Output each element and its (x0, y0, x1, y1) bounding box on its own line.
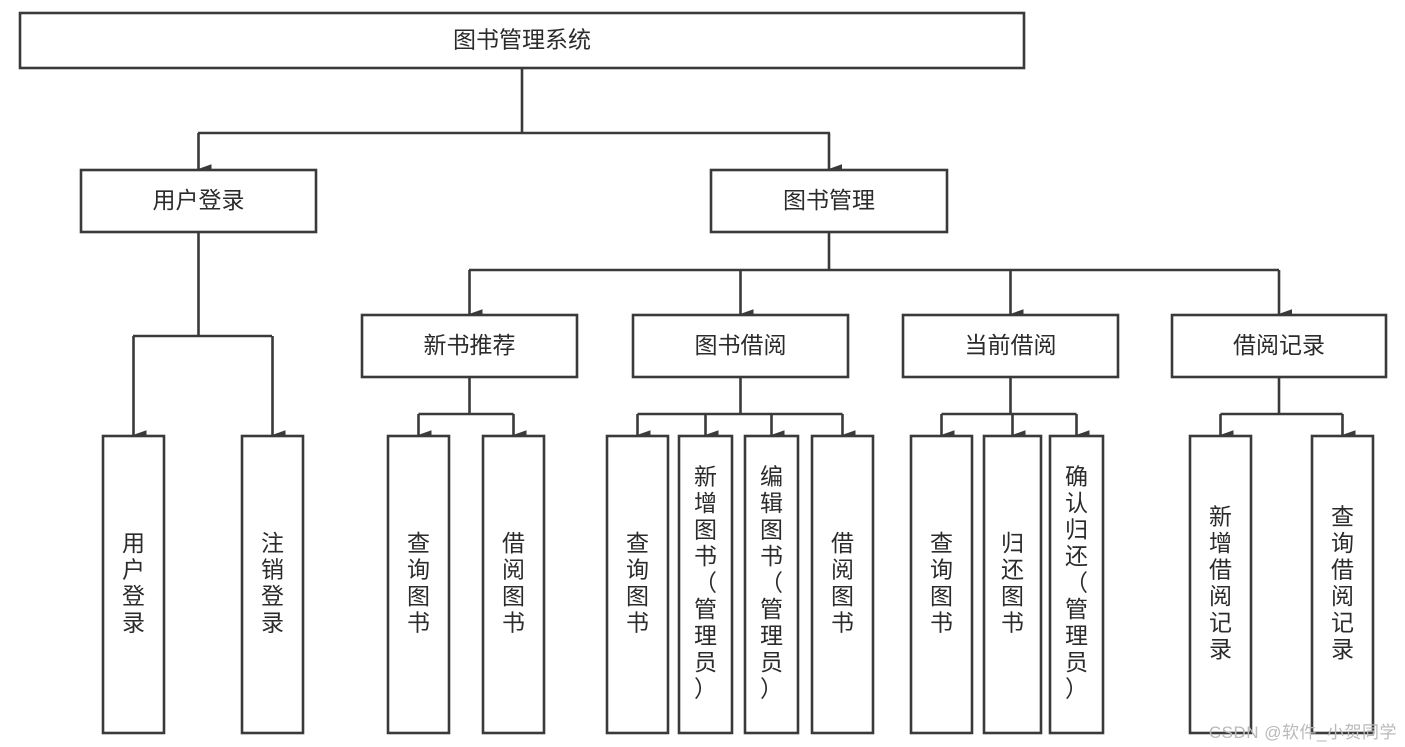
node-label-current-borrow: 当前借阅 (965, 332, 1057, 358)
node-box-new-book-recommend (360, 313, 579, 379)
node-box-leaf-user-login (101, 434, 166, 735)
node-current-borrow[interactable]: 当前借阅 (901, 313, 1120, 379)
node-leaf-logout-login[interactable]: 注销登录 (240, 434, 305, 735)
node-box-borrow-record (1170, 313, 1388, 379)
node-label-new-book-recommend: 新书推荐 (424, 332, 516, 358)
node-box-book-manage (709, 168, 949, 234)
node-label-leaf-query-book-borrow: 查询图书 (626, 530, 649, 636)
node-leaf-return-book[interactable]: 归还图书 (982, 434, 1043, 735)
node-box-leaf-query-book-current (909, 434, 974, 735)
node-label-user-login: 用户登录 (153, 187, 245, 213)
node-label-leaf-return-book: 归还图书 (1001, 530, 1024, 636)
node-box-leaf-logout-login (240, 434, 305, 735)
node-label-leaf-borrow-book: 借阅图书 (831, 530, 854, 636)
node-box-book-borrow (631, 313, 850, 379)
node-new-book-recommend[interactable]: 新书推荐 (360, 313, 579, 379)
nodes-layer: 图书管理系统用户登录图书管理新书推荐图书借阅当前借阅借阅记录用户登录注销登录查询… (18, 11, 1388, 735)
node-leaf-confirm-return-admin[interactable]: 确认归还（管理员） (1048, 434, 1105, 735)
node-leaf-add-borrow-record[interactable]: 新增借阅记录 (1188, 434, 1253, 735)
node-leaf-borrow-book[interactable]: 借阅图书 (810, 434, 875, 735)
node-label-leaf-borrow-book-rec: 借阅图书 (502, 530, 525, 636)
node-leaf-query-book-borrow[interactable]: 查询图书 (605, 434, 670, 735)
node-label-book-borrow: 图书借阅 (695, 332, 787, 358)
node-box-leaf-query-book-rec (386, 434, 451, 735)
node-box-leaf-borrow-book-rec (481, 434, 546, 735)
node-box-leaf-add-borrow-record (1188, 434, 1253, 735)
node-root[interactable]: 图书管理系统 (18, 11, 1026, 70)
csdn-watermark: CSDN @软件_小贺同学 (1208, 723, 1397, 742)
node-label-leaf-edit-book-admin: 编辑图书（管理员） (760, 464, 783, 702)
node-label-leaf-query-book-current: 查询图书 (930, 530, 953, 636)
node-label-leaf-user-login: 用户登录 (122, 530, 145, 636)
node-label-leaf-query-book-rec: 查询图书 (407, 530, 430, 636)
node-leaf-query-borrow-record[interactable]: 查询借阅记录 (1310, 434, 1375, 735)
node-box-leaf-return-book (982, 434, 1043, 735)
node-leaf-add-book-admin[interactable]: 新增图书（管理员） (677, 434, 734, 735)
node-leaf-query-book-rec[interactable]: 查询图书 (386, 434, 451, 735)
node-box-current-borrow (901, 313, 1120, 379)
node-label-leaf-confirm-return-admin: 确认归还（管理员） (1065, 464, 1088, 702)
node-label-book-manage: 图书管理 (783, 187, 875, 213)
node-user-login[interactable]: 用户登录 (79, 168, 318, 234)
node-borrow-record[interactable]: 借阅记录 (1170, 313, 1388, 379)
node-label-leaf-query-borrow-record: 查询借阅记录 (1331, 503, 1354, 662)
node-box-user-login (79, 168, 318, 234)
node-box-leaf-borrow-book (810, 434, 875, 735)
node-book-manage[interactable]: 图书管理 (709, 168, 949, 234)
connectors-layer (132, 68, 1356, 440)
node-book-borrow[interactable]: 图书借阅 (631, 313, 850, 379)
node-box-leaf-query-book-borrow (605, 434, 670, 735)
node-leaf-user-login[interactable]: 用户登录 (101, 434, 166, 735)
node-box-leaf-add-book-admin (677, 434, 734, 735)
node-box-root (18, 11, 1026, 70)
node-box-leaf-edit-book-admin (743, 434, 800, 735)
node-label-borrow-record: 借阅记录 (1233, 332, 1325, 358)
node-leaf-edit-book-admin[interactable]: 编辑图书（管理员） (743, 434, 800, 735)
node-leaf-query-book-current[interactable]: 查询图书 (909, 434, 974, 735)
node-label-leaf-add-borrow-record: 新增借阅记录 (1209, 503, 1232, 662)
node-label-root: 图书管理系统 (453, 27, 591, 53)
node-box-leaf-query-borrow-record (1310, 434, 1375, 735)
node-label-leaf-logout-login: 注销登录 (261, 530, 284, 636)
node-box-leaf-confirm-return-admin (1048, 434, 1105, 735)
node-label-leaf-add-book-admin: 新增图书（管理员） (694, 464, 717, 702)
node-leaf-borrow-book-rec[interactable]: 借阅图书 (481, 434, 546, 735)
